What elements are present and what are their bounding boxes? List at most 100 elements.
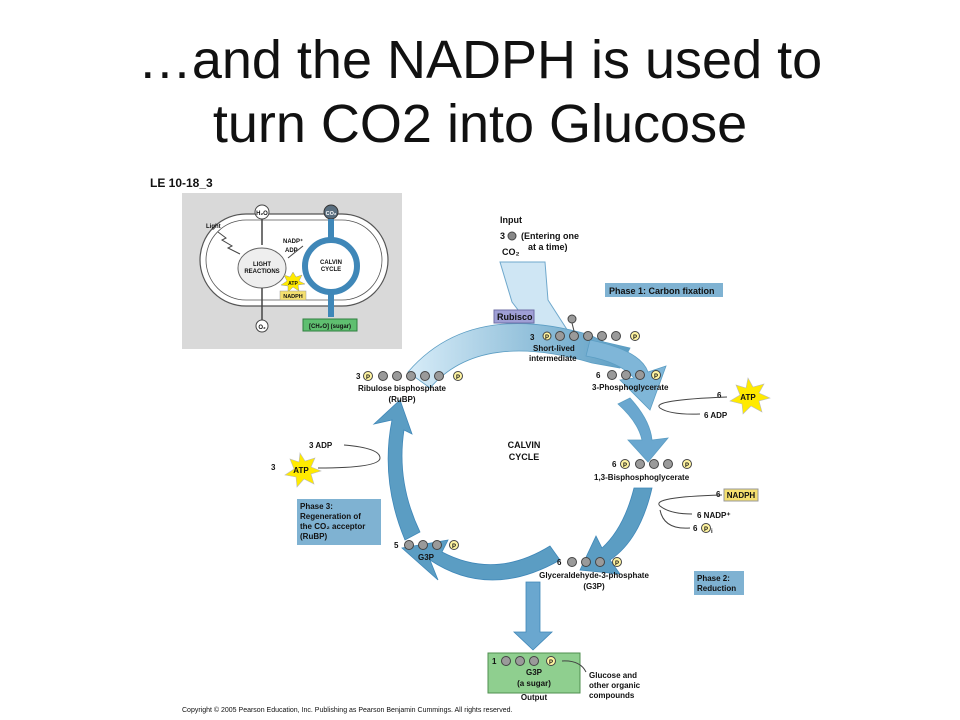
cycle-arc-bottom-right	[579, 487, 653, 575]
rubp-count: 3	[356, 372, 361, 381]
output-label-2: (a sugar)	[517, 679, 551, 688]
output-p: P	[549, 660, 553, 666]
phase3-box	[297, 499, 381, 545]
o2-circle	[255, 319, 269, 333]
nadph-label: NADPH	[727, 491, 756, 500]
cycle-arc-right-2	[617, 397, 669, 463]
g3p6-molecule	[567, 557, 622, 567]
intermediate-count: 3	[530, 333, 535, 342]
intermediate-label-1: Short-lived	[533, 344, 575, 353]
pi-count: 6	[693, 524, 698, 533]
light-reactions-blob	[237, 247, 287, 289]
bpg-p-right: P	[685, 463, 689, 469]
cycle-arc-left	[372, 399, 421, 541]
rubp-p-left: P	[366, 375, 370, 381]
rubp-molecule	[363, 371, 463, 381]
g3p5-count: 5	[394, 541, 399, 550]
output-label-1: G3P	[526, 668, 543, 677]
pga-molecule	[607, 370, 661, 380]
pga-p: P	[654, 374, 658, 380]
light-reactions-label-1: LIGHT	[253, 262, 271, 268]
intermediate-label-2: intermediate	[529, 354, 577, 363]
nadp-out-label: 6 NADP⁺	[697, 511, 731, 520]
inset-calvin-ring	[302, 237, 360, 295]
bpg-p-left: P	[623, 463, 627, 469]
atp-in-count: 6	[717, 391, 722, 400]
pi-arrow	[659, 509, 691, 529]
adp3-label: 3 ADP	[309, 441, 333, 450]
inset-nadp-label: NADP⁺	[283, 238, 303, 245]
input-co2-molecule	[507, 231, 517, 241]
rubp-label-2: (RuBP)	[388, 395, 415, 404]
intermediate-p-left: P	[545, 335, 549, 341]
light-zigzag	[217, 231, 241, 255]
bpg-molecule	[620, 459, 692, 469]
entering-label-2: at a time)	[528, 242, 568, 252]
atp3-star	[284, 452, 322, 488]
nadph-arrow	[658, 494, 723, 515]
adp-out-label: 6 ADP	[704, 411, 728, 420]
o2-label: O₂	[258, 325, 266, 331]
output-count: 1	[492, 657, 497, 666]
inset-adp-label: ADP	[285, 248, 298, 254]
rubisco-label: Rubisco	[497, 312, 533, 322]
inset-sugar-box	[302, 318, 358, 332]
glucose-label-3: compounds	[589, 691, 635, 700]
inset-sugar-label: [CH₂O] (sugar)	[309, 324, 351, 330]
g3p5-p: P	[452, 544, 456, 550]
pi-sub-label: i	[711, 529, 713, 535]
phase2-label-1: Phase 2:	[697, 574, 730, 583]
atp3-count: 3	[271, 463, 276, 472]
input-label: Input	[500, 215, 522, 225]
copyright-line: Copyright © 2005 Pearson Education, Inc.…	[182, 706, 512, 714]
bpg-label: 1,3-Bisphosphoglycerate	[594, 473, 690, 482]
cycle-arc-right-1	[585, 339, 667, 411]
light-reactions-label-2: REACTIONS	[244, 269, 279, 275]
phase2-box	[694, 571, 744, 595]
figure-label: LE 10-18_3	[150, 176, 213, 190]
calvin-cycle-center-1: CALVIN	[508, 440, 541, 450]
slide-title-line-2: turn CO2 into Glucose	[212, 94, 748, 154]
glucose-arrow	[561, 660, 587, 673]
atp-in-arrow	[658, 396, 728, 415]
output-molecule	[501, 656, 556, 666]
g3p5-molecule	[404, 540, 459, 550]
g3p6-p: P	[615, 561, 619, 567]
calvin-cycle-center-2: CYCLE	[509, 452, 540, 462]
phase1-box	[605, 283, 723, 297]
inset-co2-label: CO₂	[326, 211, 337, 217]
slide-title: …and the NADPH is used to turn CO2 into …	[0, 28, 960, 156]
input-co2-label: CO₂	[502, 247, 520, 257]
input-count: 3	[500, 231, 505, 241]
entering-label-1: (Entering one	[521, 231, 579, 241]
pga-label: 3-Phosphoglycerate	[592, 383, 669, 392]
glucose-label-1: Glucose and	[589, 671, 637, 680]
inset-calvin-label-1: CALVIN	[320, 260, 342, 266]
phase3-label-4: (RuBP)	[300, 532, 327, 541]
phase2-label-2: Reduction	[697, 584, 736, 593]
inset-sugar-pipe	[328, 291, 334, 317]
inset-nadph-label: NADPH	[283, 294, 303, 300]
cycle-arc-bottom	[401, 539, 561, 581]
g3p6-label-2: (G3P)	[583, 582, 605, 591]
rubp-p-right: P	[456, 375, 460, 381]
glucose-label-2: other organic	[589, 681, 641, 690]
g3p6-label-1: Glyceraldehyde-3-phosphate	[539, 571, 649, 580]
pga-count: 6	[596, 371, 601, 380]
g3p6-count: 6	[557, 558, 562, 567]
slide-title-line-1: …and the NADPH is used to	[137, 30, 823, 90]
light-label: Light	[206, 224, 221, 230]
intermediate-molecule	[542, 314, 640, 341]
g3p5-label: G3P	[418, 553, 435, 562]
output-arrow	[512, 581, 554, 651]
nadph-count: 6	[716, 490, 721, 499]
pi-p-label: P	[704, 527, 708, 533]
pi-circle	[701, 523, 711, 533]
inset-atp-star	[280, 271, 306, 293]
atp-in-label: ATP	[740, 393, 756, 402]
intermediate-p-right: P	[633, 335, 637, 341]
phase3-label-1: Phase 3:	[300, 502, 333, 511]
atp3-label: ATP	[293, 466, 309, 475]
inset-co2-pipe	[328, 219, 334, 241]
h2o-label: H₂O	[256, 211, 268, 217]
